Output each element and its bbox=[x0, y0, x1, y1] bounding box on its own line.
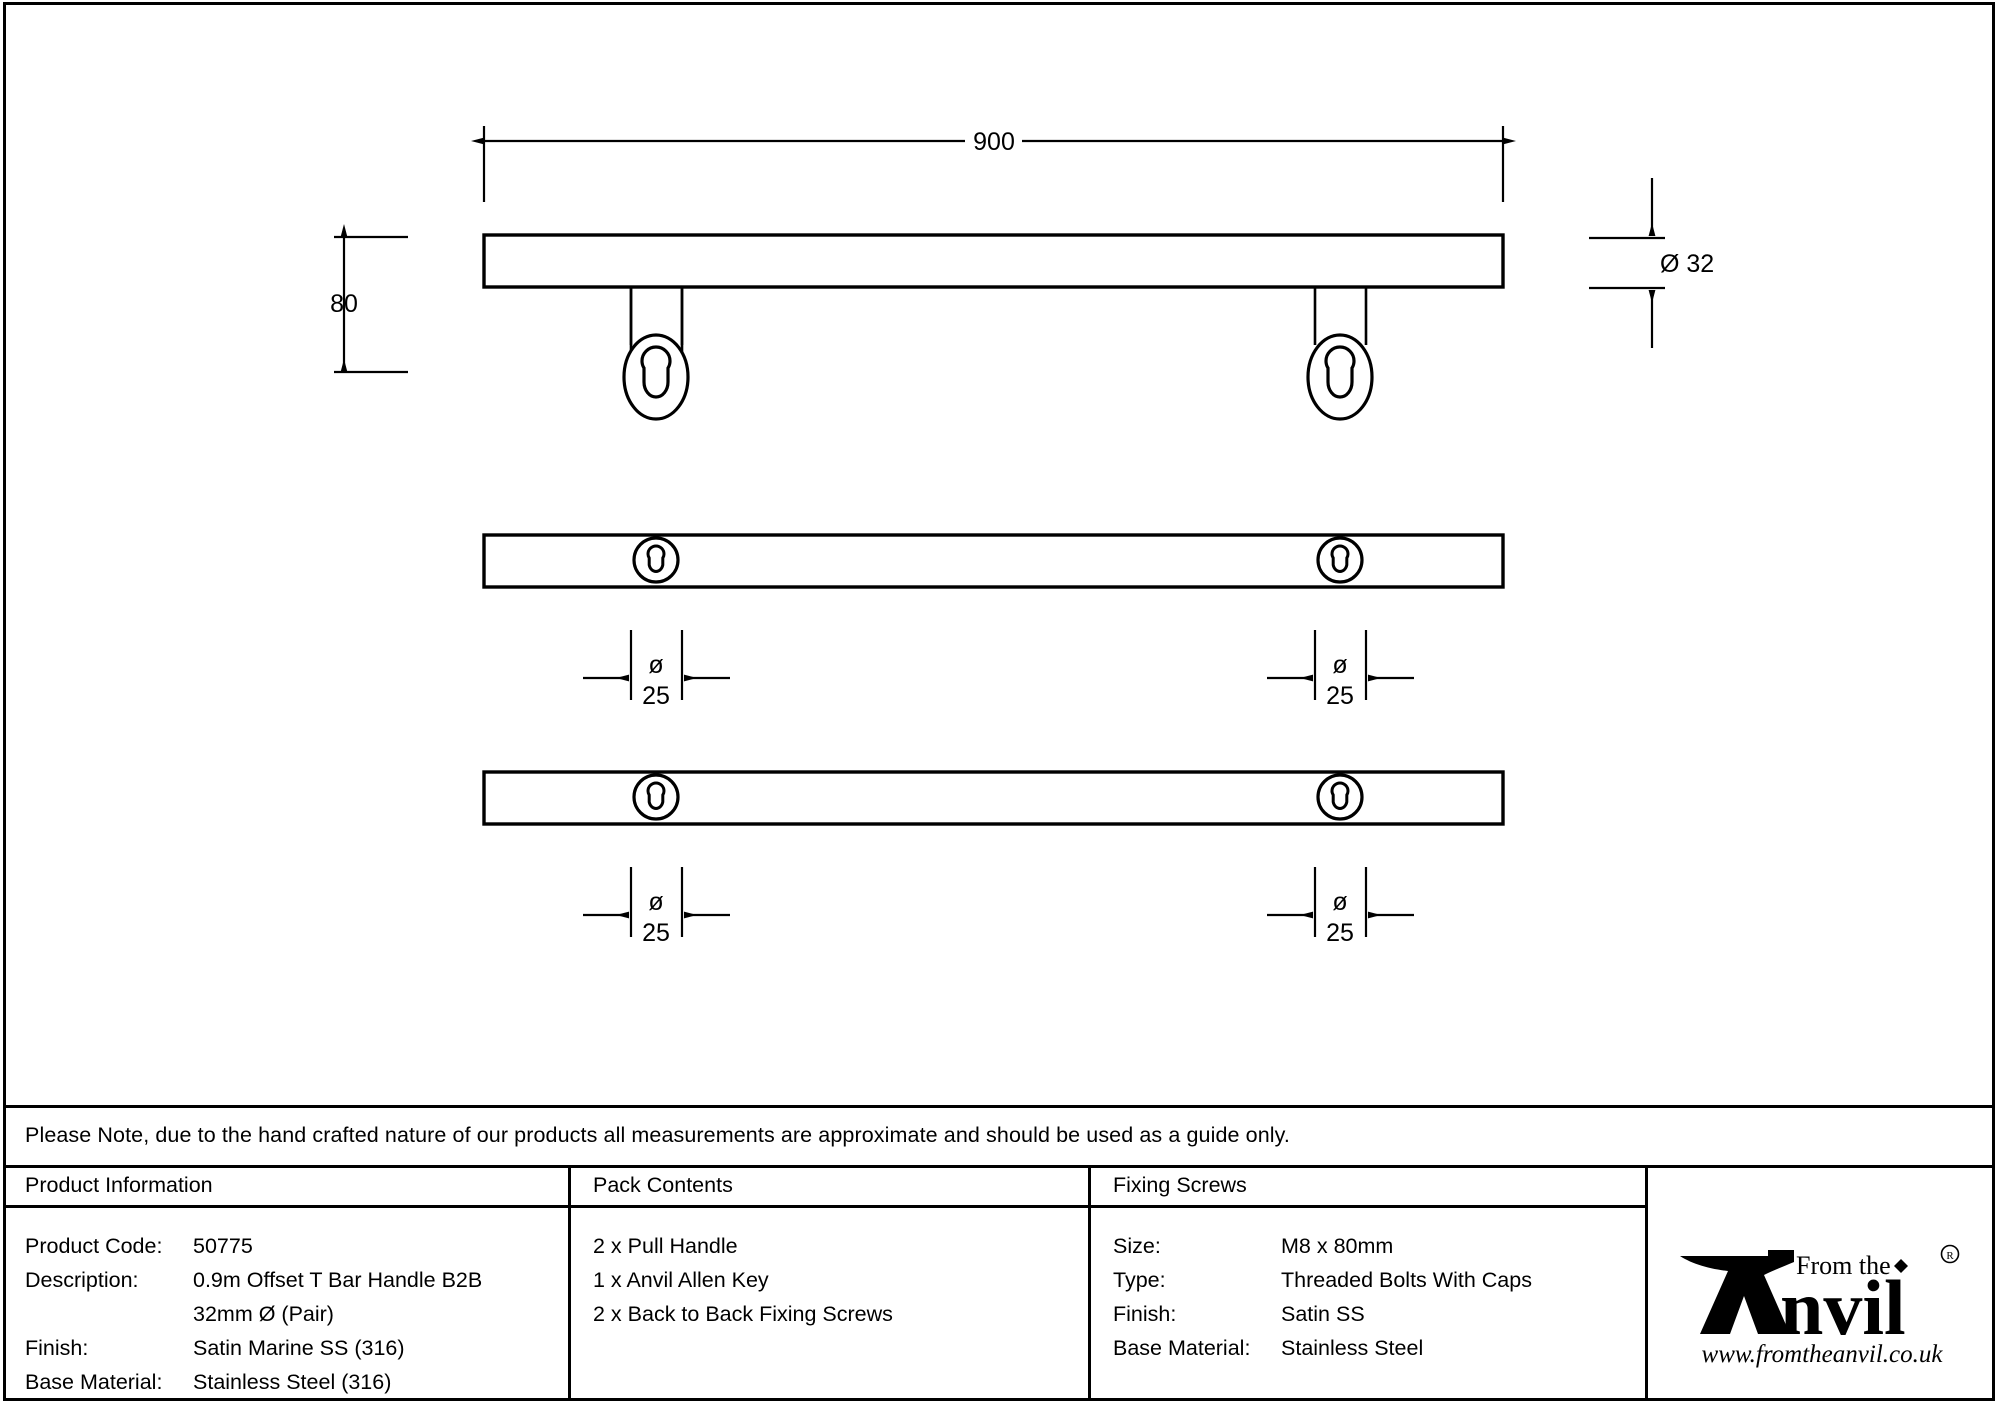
dimension-symbol-mid-right: ø bbox=[1332, 651, 1347, 679]
diamond-icon bbox=[1893, 1258, 1908, 1273]
rule-col-3 bbox=[1645, 1165, 1648, 1400]
fixing-screws-row: Base Material: Stainless Steel bbox=[1091, 1331, 1645, 1365]
dimension-bar-diameter-32 bbox=[1589, 178, 1665, 348]
dimension-symbol-bottom-right: ø bbox=[1332, 888, 1347, 916]
description-label-continued bbox=[25, 1297, 193, 1331]
rule-drawing-bottom bbox=[3, 1105, 1995, 1108]
dimension-fixing-25-bottom-left bbox=[583, 867, 730, 937]
product-information-body: Product Code: 50775 Description: 0.9m Of… bbox=[3, 1205, 568, 1400]
logo-brand-suffix: nvil bbox=[1780, 1264, 1906, 1351]
fixing-screws-row: Size: M8 x 80mm bbox=[1091, 1229, 1645, 1263]
dimension-projection-80 bbox=[334, 224, 408, 374]
screw-size-value: M8 x 80mm bbox=[1281, 1234, 1394, 1258]
dimension-overall-length bbox=[471, 126, 1516, 202]
brand-logo: nvil From the R www.fromtheanvil.co.uk bbox=[1648, 1205, 1995, 1400]
handle-middle-view bbox=[482, 533, 1505, 589]
product-code-label: Product Code: bbox=[25, 1234, 163, 1258]
product-info-row: 32mm Ø (Pair) bbox=[3, 1297, 568, 1331]
sheet-border bbox=[3, 2, 1995, 1401]
dimension-label-mid-right: 25 bbox=[1326, 682, 1354, 710]
rule-col-1 bbox=[568, 1165, 571, 1400]
pack-contents-item: 1 x Anvil Allen Key bbox=[593, 1268, 769, 1292]
logo-tagline: From the bbox=[1796, 1251, 1891, 1280]
fixing-screws-header: Fixing Screws bbox=[1091, 1165, 1645, 1205]
product-info-row: Description: 0.9m Offset T Bar Handle B2… bbox=[3, 1263, 568, 1297]
pack-contents-item: 2 x Back to Back Fixing Screws bbox=[593, 1302, 893, 1326]
description-label: Description: bbox=[25, 1268, 139, 1292]
logo-website: www.fromtheanvil.co.uk bbox=[1701, 1341, 1943, 1368]
screw-base-material-label: Base Material: bbox=[1113, 1336, 1251, 1360]
dimension-fixing-25-mid-right bbox=[1267, 630, 1414, 700]
screw-type-value: Threaded Bolts With Caps bbox=[1281, 1268, 1532, 1292]
dimension-label-mid-left: 25 bbox=[642, 682, 670, 710]
anvil-logo-graphic: nvil From the R www.fromtheanvil.co.uk bbox=[1679, 1244, 1959, 1368]
anvil-icon bbox=[1679, 1249, 1794, 1334]
dimension-label-80: 80 bbox=[330, 290, 358, 318]
description-value-line2: 32mm Ø (Pair) bbox=[193, 1302, 334, 1326]
registered-letter: R bbox=[1946, 1250, 1954, 1262]
pack-contents-body: 2 x Pull Handle 1 x Anvil Allen Key 2 x … bbox=[571, 1205, 1088, 1400]
disclaimer-note-text: Please Note, due to the hand crafted nat… bbox=[25, 1122, 1290, 1147]
pack-contents-item: 2 x Pull Handle bbox=[593, 1234, 738, 1258]
screw-base-material-value: Stainless Steel bbox=[1281, 1336, 1424, 1360]
rule-col-2 bbox=[1088, 1165, 1091, 1400]
dimension-fixing-25-mid-left bbox=[583, 630, 730, 700]
handle-bottom-view bbox=[482, 770, 1505, 826]
rule-header-bottom bbox=[3, 1205, 1648, 1208]
dimension-label-bottom-right: 25 bbox=[1326, 919, 1354, 947]
handle-top-view bbox=[482, 233, 1505, 421]
screw-type-label: Type: bbox=[1113, 1268, 1166, 1292]
dimension-symbol-bottom-left: ø bbox=[648, 888, 663, 916]
registered-icon bbox=[1940, 1244, 1959, 1263]
dimension-symbol-mid-left: ø bbox=[648, 651, 663, 679]
pack-contents-header-label: Pack Contents bbox=[593, 1172, 733, 1197]
dimension-label-bottom-left: 25 bbox=[642, 919, 670, 947]
product-info-row: Base Material: Stainless Steel (316) bbox=[3, 1365, 568, 1399]
finish-label: Finish: bbox=[25, 1336, 89, 1360]
product-code-value: 50775 bbox=[193, 1234, 253, 1258]
description-value-line1: 0.9m Offset T Bar Handle B2B bbox=[193, 1268, 483, 1292]
base-material-value: Stainless Steel (316) bbox=[193, 1370, 392, 1394]
dimension-label-900: 900 bbox=[973, 128, 1015, 156]
screw-finish-label: Finish: bbox=[1113, 1302, 1177, 1326]
screw-finish-value: Satin SS bbox=[1281, 1302, 1365, 1326]
dimension-label-diameter-32: Ø 32 bbox=[1660, 250, 1714, 278]
screw-size-label: Size: bbox=[1113, 1234, 1161, 1258]
product-info-row: Product Code: 50775 bbox=[3, 1229, 568, 1263]
disclaimer-note: Please Note, due to the hand crafted nat… bbox=[3, 1105, 1995, 1165]
fixing-screws-row: Finish: Satin SS bbox=[1091, 1297, 1645, 1331]
dimension-fixing-25-bottom-right bbox=[1267, 867, 1414, 937]
fixing-screws-body: Size: M8 x 80mm Type: Threaded Bolts Wit… bbox=[1091, 1205, 1645, 1400]
product-information-header: Product Information bbox=[3, 1165, 568, 1205]
pack-contents-header: Pack Contents bbox=[571, 1165, 1088, 1205]
finish-value: Satin Marine SS (316) bbox=[193, 1336, 405, 1360]
rule-note-bottom bbox=[3, 1165, 1995, 1168]
base-material-label: Base Material: bbox=[25, 1370, 163, 1394]
product-info-row: Finish: Satin Marine SS (316) bbox=[3, 1331, 568, 1365]
product-information-header-label: Product Information bbox=[25, 1172, 213, 1197]
fixing-screws-row: Type: Threaded Bolts With Caps bbox=[1091, 1263, 1645, 1297]
fixing-screws-header-label: Fixing Screws bbox=[1113, 1172, 1247, 1197]
